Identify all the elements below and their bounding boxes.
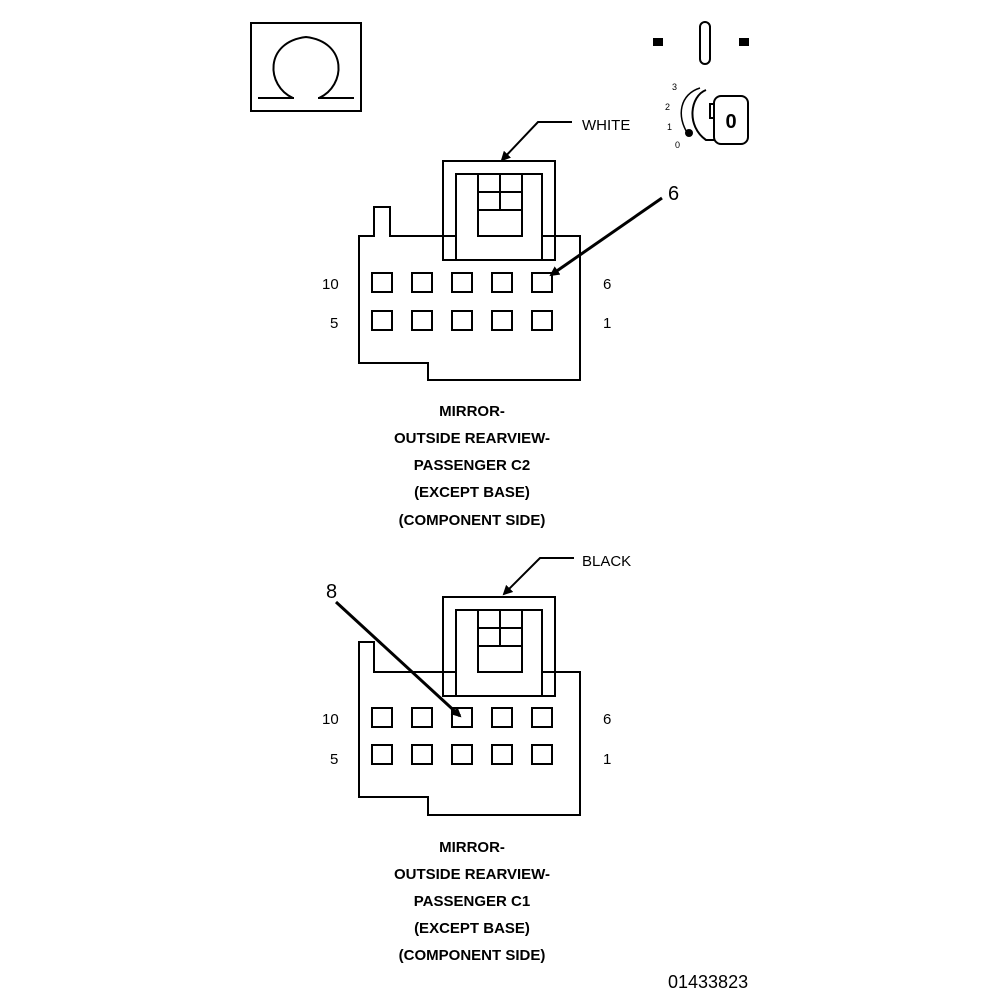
c1-title: MIRROR- OUTSIDE REARVIEW- PASSENGER C1 (… xyxy=(394,839,550,964)
c1-callout-number: 8 xyxy=(326,581,337,603)
c2-title-line-5: (COMPONENT SIDE) xyxy=(399,512,546,529)
c2-title-line-4: (EXCEPT BASE) xyxy=(414,484,530,501)
c2-cavity-10 xyxy=(371,272,393,293)
c1-color-callout: BLACK xyxy=(502,553,631,596)
c1-pin-label-bottom-left: 5 xyxy=(330,751,338,768)
c2-title-line-2: OUTSIDE REARVIEW- xyxy=(394,430,550,447)
c1-cavity-2 xyxy=(491,744,513,765)
ignition-key-switch-icon: 3 2 1 0 0 xyxy=(653,21,749,150)
c2-cavity-4 xyxy=(411,310,433,331)
c2-pin-label-bottom-right: 1 xyxy=(603,315,611,332)
c2-pin-label-bottom-left: 5 xyxy=(330,315,338,332)
c1-color-label: BLACK xyxy=(582,553,631,570)
c1-title-line-5: (COMPONENT SIDE) xyxy=(399,947,546,964)
c2-cavity-3 xyxy=(451,310,473,331)
c2-color-callout: WHITE xyxy=(500,117,630,162)
ignition-position-0: 0 xyxy=(675,140,680,150)
c1-pin-callout: 8 xyxy=(326,581,462,718)
c2-cavity-9 xyxy=(411,272,433,293)
c1-cavity-4 xyxy=(411,744,433,765)
connector-c2: WHITE 10 6 xyxy=(322,117,679,529)
c1-cavity-1 xyxy=(531,744,553,765)
omega-symbol-icon xyxy=(258,35,354,99)
ignition-position-3: 3 xyxy=(672,82,677,92)
c1-cavity-6 xyxy=(531,707,553,728)
c2-pin-label-top-left: 10 xyxy=(322,276,339,293)
c2-pin-callout: 6 xyxy=(549,183,679,277)
c1-title-line-4: (EXCEPT BASE) xyxy=(414,920,530,937)
c1-pin-label-bottom-right: 1 xyxy=(603,751,611,768)
c2-color-label: WHITE xyxy=(582,117,630,134)
c2-cavities xyxy=(371,272,553,331)
c1-cavity-7 xyxy=(491,707,513,728)
ignition-position-2: 2 xyxy=(665,102,670,112)
c1-cavity-9 xyxy=(411,707,433,728)
c2-title: MIRROR- OUTSIDE REARVIEW- PASSENGER C2 (… xyxy=(394,403,550,529)
c1-latch xyxy=(442,596,556,697)
ignition-key-label: 0 xyxy=(725,111,736,133)
c2-cavity-1 xyxy=(531,310,553,331)
ignition-position-1: 1 xyxy=(667,122,672,132)
legend-box xyxy=(250,22,362,112)
c1-pin-label-top-left: 10 xyxy=(322,711,339,728)
c1-cavities xyxy=(371,707,553,765)
c1-title-line-2: OUTSIDE REARVIEW- xyxy=(394,866,550,883)
c2-latch xyxy=(442,160,556,261)
c2-title-line-1: MIRROR- xyxy=(439,403,505,420)
c1-title-line-1: MIRROR- xyxy=(439,839,505,856)
connector-c1: BLACK 10 6 xyxy=(322,553,631,964)
c1-cavity-5 xyxy=(371,744,393,765)
c2-cavity-8 xyxy=(451,272,473,293)
c2-cavity-6 xyxy=(531,272,553,293)
c2-cavity-7 xyxy=(491,272,513,293)
c2-pin-label-top-right: 6 xyxy=(603,276,611,293)
c1-cavity-10 xyxy=(371,707,393,728)
c2-cavity-5 xyxy=(371,310,393,331)
figure-number: 01433823 xyxy=(668,972,748,992)
c2-callout-number: 6 xyxy=(668,183,679,205)
c1-pin-label-top-right: 6 xyxy=(603,711,611,728)
c1-cavity-3 xyxy=(451,744,473,765)
c2-cavity-2 xyxy=(491,310,513,331)
c1-title-line-3: PASSENGER C1 xyxy=(414,893,530,910)
c2-title-line-3: PASSENGER C2 xyxy=(414,457,530,474)
